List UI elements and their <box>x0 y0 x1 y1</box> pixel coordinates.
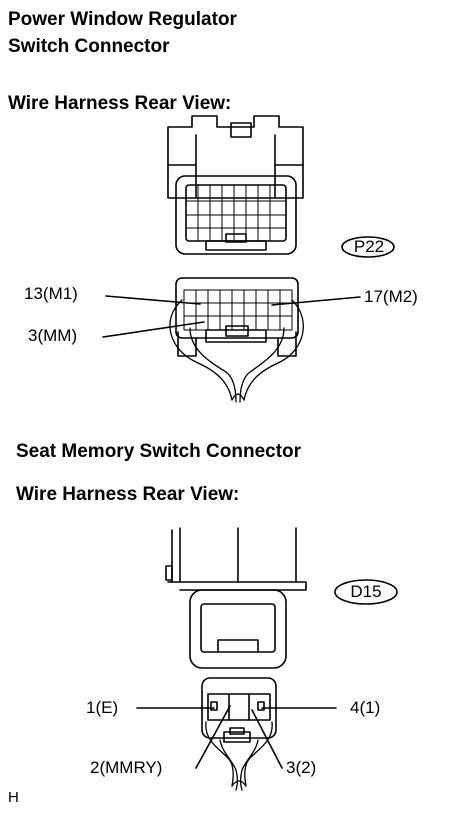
p22-connector-front <box>167 115 304 255</box>
p22-pin-17-m2-label: 17(M2) <box>364 287 418 306</box>
leader-3-2 <box>251 709 283 769</box>
section1-view-label: Wire Harness Rear View: <box>8 93 232 114</box>
p22-connector-rear <box>169 277 304 403</box>
d15-pin-3-2-label: 3(2) <box>286 758 317 777</box>
d15-pin-2-mmry-label: 2(MMRY) <box>90 758 163 777</box>
leader-17-m2 <box>271 296 361 306</box>
leader-13-m1 <box>105 295 201 305</box>
section2-view-label: Wire Harness Rear View: <box>16 484 240 505</box>
leader-3-mm <box>102 321 205 338</box>
p22-pin-3-mm-label: 3(MM) <box>28 326 78 345</box>
p22-pin-13-m1-label: 13(M1) <box>24 284 78 303</box>
section1-title-line2: Switch Connector <box>8 36 170 57</box>
footer-mark: H <box>8 789 19 806</box>
d15-pin-1-e-label: 1(E) <box>86 698 119 717</box>
p22-connector-id: P22 <box>353 237 385 256</box>
d15-connector-id: D15 <box>350 582 382 601</box>
section1-title-line1: Power Window Regulator <box>8 9 237 30</box>
leader-2-mmry <box>195 705 231 769</box>
p22-id-oval <box>341 236 395 258</box>
d15-pin-4-1-label: 4(1) <box>350 698 381 717</box>
section2-title: Seat Memory Switch Connector <box>16 441 302 462</box>
d15-id-oval <box>334 579 398 605</box>
d15-connector-front <box>165 527 307 669</box>
